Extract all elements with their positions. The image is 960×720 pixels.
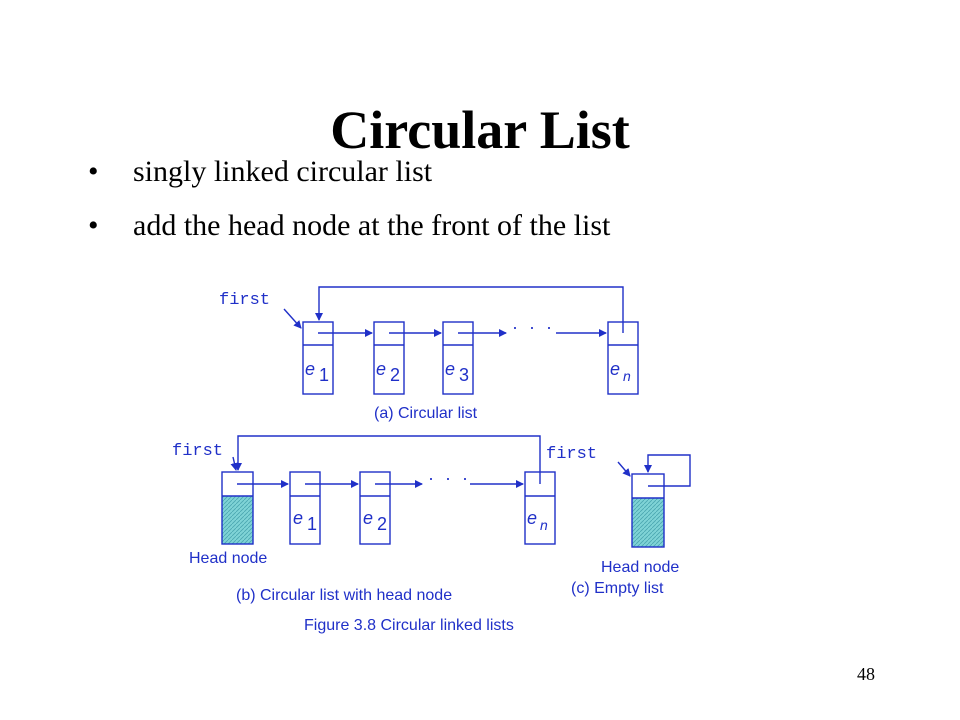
node-letter: e bbox=[293, 508, 303, 528]
bullet-text: add the head node at the front of the li… bbox=[133, 209, 611, 242]
ellipsis: · · · bbox=[428, 468, 471, 488]
panel-a-diagram bbox=[283, 286, 639, 395]
first-pointer-arrow bbox=[617, 461, 631, 477]
panel-c-diagram bbox=[617, 454, 691, 548]
first-pointer-label: first bbox=[172, 442, 223, 461]
node-subscript: 3 bbox=[459, 365, 469, 385]
node-box bbox=[302, 321, 334, 395]
panel-a-caption: (a) Circular list bbox=[374, 405, 478, 422]
node-letter: e bbox=[445, 359, 455, 379]
node-subscript: 1 bbox=[319, 365, 329, 385]
bullet-marker: • bbox=[88, 155, 99, 188]
node-letter: e bbox=[376, 359, 386, 379]
node-box bbox=[442, 321, 474, 395]
bullet-marker: • bbox=[88, 209, 99, 242]
node-subscript: 1 bbox=[307, 514, 317, 534]
head-node-label: Head node bbox=[189, 550, 267, 567]
node-subscript: 2 bbox=[390, 365, 400, 385]
first-pointer-label: first bbox=[219, 291, 270, 310]
figure-caption: Figure 3.8 Circular linked lists bbox=[304, 617, 514, 634]
self-loop-link bbox=[644, 454, 691, 487]
slide-title: Circular List bbox=[330, 100, 630, 161]
circular-link bbox=[315, 286, 624, 333]
node-box bbox=[359, 471, 391, 545]
head-node-label: Head node bbox=[601, 559, 679, 576]
node-subscript: n bbox=[623, 368, 631, 384]
circular-link bbox=[234, 435, 541, 484]
node-letter: e bbox=[610, 359, 620, 379]
first-pointer-arrow bbox=[230, 456, 239, 471]
panel-b-diagram bbox=[221, 435, 556, 545]
head-node-box bbox=[221, 471, 254, 545]
head-node-box bbox=[631, 473, 665, 548]
node-subscript: n bbox=[540, 517, 548, 533]
page-number: 48 bbox=[857, 664, 875, 684]
first-pointer-arrow bbox=[283, 308, 302, 329]
ellipsis: · · · bbox=[512, 317, 555, 337]
panel-c-caption: (c) Empty list bbox=[571, 580, 664, 597]
node-subscript: 2 bbox=[377, 514, 387, 534]
bullet-text: singly linked circular list bbox=[133, 155, 433, 188]
first-pointer-label: first bbox=[546, 445, 597, 464]
node-letter: e bbox=[363, 508, 373, 528]
node-box bbox=[373, 321, 405, 395]
node-letter: e bbox=[305, 359, 315, 379]
node-box bbox=[289, 471, 321, 545]
node-letter: e bbox=[527, 508, 537, 528]
panel-b-caption: (b) Circular list with head node bbox=[236, 587, 452, 604]
